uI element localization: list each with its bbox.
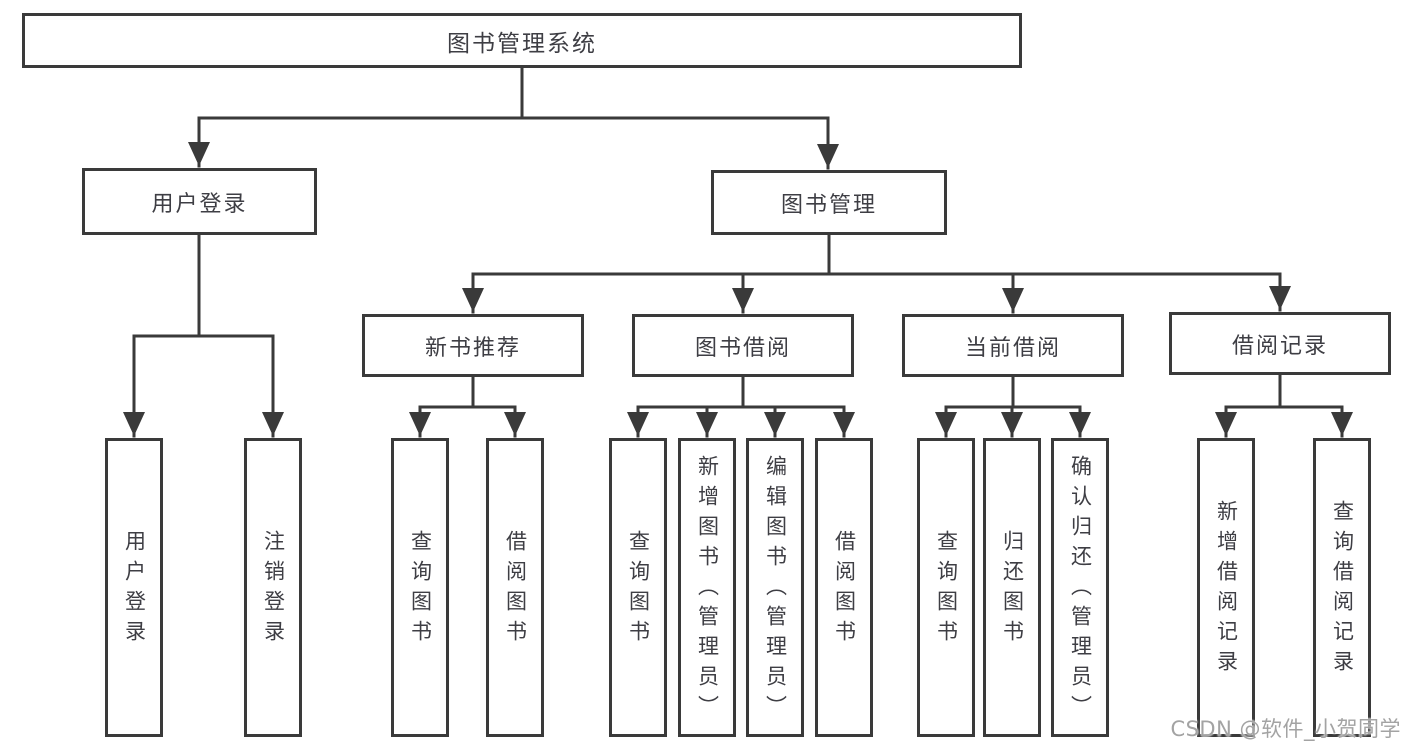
connector-borrow-split	[636, 375, 846, 409]
node-new-book-recommend: 新书推荐	[362, 314, 584, 377]
leaf-user-login: 用户登录	[105, 438, 163, 737]
leaf-query-books-recommend: 查询图书	[391, 438, 449, 737]
node-new-book-recommend-label: 新书推荐	[424, 335, 521, 361]
connector-login-split	[132, 233, 275, 338]
node-current-borrow: 当前借阅	[902, 314, 1124, 377]
node-library-system-root-label: 图书管理系统	[447, 30, 597, 57]
leaf-add-borrow-record: 新增借阅记录	[1197, 438, 1255, 737]
node-user-login: 用户登录	[82, 168, 317, 235]
node-user-login-label: 用户登录	[151, 191, 248, 217]
connector-recommend-split	[418, 375, 517, 409]
leaf-logout: 注销登录	[244, 438, 302, 737]
leaf-confirm-return-admin: 确认归还（管理员）	[1051, 438, 1109, 737]
leaf-borrow-books-recommend: 借阅图书	[486, 438, 544, 737]
leaf-query-books-borrow: 查询图书	[609, 438, 667, 737]
node-borrow-records: 借阅记录	[1169, 312, 1391, 375]
node-book-borrow-label: 图书借阅	[694, 335, 791, 361]
node-library-system-root: 图书管理系统	[22, 13, 1022, 68]
node-book-management: 图书管理	[711, 170, 947, 235]
leaf-edit-book-admin: 编辑图书（管理员）	[746, 438, 804, 737]
node-book-borrow: 图书借阅	[632, 314, 854, 377]
connector-current-split	[944, 375, 1082, 409]
leaf-borrow-books: 借阅图书	[815, 438, 873, 737]
connector-records-split	[1224, 373, 1344, 409]
node-borrow-records-label: 借阅记录	[1231, 333, 1328, 359]
connector-management-split	[471, 233, 1282, 276]
csdn-watermark: CSDN @软件_小贺同学	[1170, 717, 1401, 741]
node-book-management-label: 图书管理	[780, 192, 877, 218]
leaf-query-borrow-record: 查询借阅记录	[1313, 438, 1371, 737]
connector-root-split	[197, 66, 830, 120]
leaf-return-books: 归还图书	[983, 438, 1041, 737]
leaf-add-book-admin: 新增图书（管理员）	[678, 438, 736, 737]
leaf-query-books-current: 查询图书	[917, 438, 975, 737]
node-current-borrow-label: 当前借阅	[964, 335, 1061, 361]
